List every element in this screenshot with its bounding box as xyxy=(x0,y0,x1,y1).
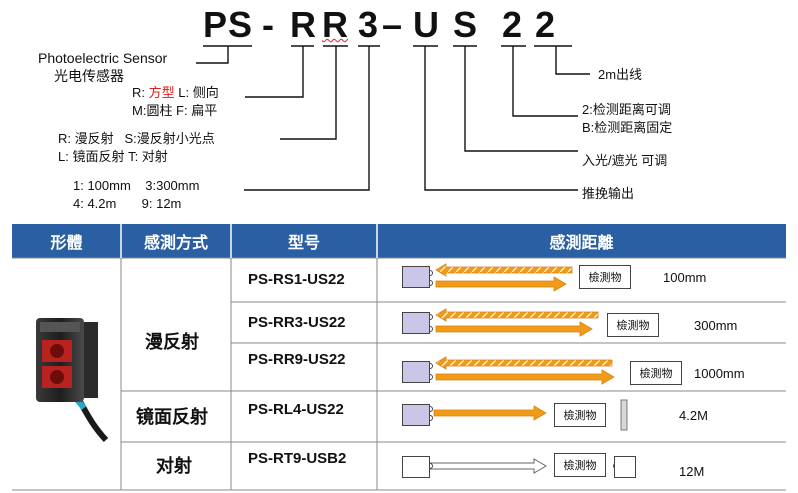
emit-arrow xyxy=(435,321,593,337)
code-char: 2 xyxy=(502,4,523,45)
target-box: 檢測物 xyxy=(579,265,631,289)
sensor-icon xyxy=(402,404,430,426)
code-char: – xyxy=(382,4,403,45)
emitter-icon xyxy=(402,456,430,478)
sensor-icon xyxy=(402,266,430,288)
model-code: P S - R R 3 – U S 2 2 xyxy=(0,4,600,48)
code-char: 2 xyxy=(535,4,556,45)
reflector-plate xyxy=(620,399,628,431)
method-mirror: 镜面反射 xyxy=(136,407,208,427)
distance-row-3: 1000mm xyxy=(694,366,745,381)
receiver-icon xyxy=(614,456,636,478)
distance-row-1: 100mm xyxy=(663,270,707,285)
model-row-5: PS-RT9-USB2 xyxy=(248,450,347,467)
code-char: - xyxy=(262,4,274,45)
adjust-line-2: B:检测距离固定 xyxy=(582,120,673,135)
code-char: R xyxy=(322,4,348,45)
sensor-type-cn: 光电传感器 xyxy=(54,68,124,84)
model-row-4: PS-RL4-US22 xyxy=(248,401,344,418)
target-box: 檢測物 xyxy=(630,361,682,385)
model-row-3: PS-RR9-US22 xyxy=(248,351,346,368)
light-mode-label: 入光/遮光 可调 xyxy=(582,153,668,168)
shape-red-label: 方型 xyxy=(148,85,175,100)
method-thru: 对射 xyxy=(156,456,192,476)
emit-arrow xyxy=(435,369,615,385)
model-row-2: PS-RR3-US22 xyxy=(248,314,346,331)
method-line-1: R: 漫反射 S:漫反射小光点 xyxy=(58,131,215,146)
distance-row-2: 300mm xyxy=(694,318,738,333)
header-shape: 形體 xyxy=(12,224,121,258)
method-line-2: L: 镜面反射 T: 对射 xyxy=(58,149,168,164)
sensor-icon xyxy=(402,312,430,334)
distance-row-4: 4.2M xyxy=(679,408,708,423)
target-box: 檢測物 xyxy=(554,453,606,477)
sensor-type-en: Photoelectric Sensor xyxy=(38,50,168,66)
method-diffuse: 漫反射 xyxy=(145,332,199,352)
sensor-icon xyxy=(402,361,430,383)
emit-arrow xyxy=(435,276,567,292)
shape-line-2: M:圆柱 F: 扁平 xyxy=(132,103,218,118)
shape-prefix: R: xyxy=(132,85,149,100)
model-row-1: PS-RS1-US22 xyxy=(248,271,345,288)
leader-lines xyxy=(196,45,590,191)
code-char: U xyxy=(413,4,439,45)
distance-row-5: 12M xyxy=(679,464,705,479)
shape-suffix: L: 侧向 xyxy=(174,85,219,100)
code-char: 3 xyxy=(358,4,379,45)
header-distance: 感測距離 xyxy=(377,224,786,258)
emit-arrow xyxy=(433,405,547,421)
thru-arrow xyxy=(429,458,547,474)
code-char: R xyxy=(290,4,316,45)
reflect-arrow xyxy=(435,356,613,370)
reflect-arrow xyxy=(435,308,599,322)
range-line-2: 4: 4.2m 9: 12m xyxy=(73,196,182,211)
range-line-1: 1: 100mm 3:300mm xyxy=(73,178,200,193)
header-method: 感測方式 xyxy=(121,224,231,258)
code-char: P xyxy=(203,4,228,45)
cable-label: 2m出线 xyxy=(598,67,643,82)
shape-line-1: R: 方型 L: 侧向 xyxy=(132,82,219,101)
code-char: S xyxy=(453,4,478,45)
output-label: 推挽输出 xyxy=(582,186,635,201)
reflect-arrow xyxy=(435,263,573,277)
target-box: 檢測物 xyxy=(607,313,659,337)
code-char: S xyxy=(228,4,253,45)
target-box: 檢測物 xyxy=(554,403,606,427)
header-model: 型号 xyxy=(231,224,377,258)
adjust-line-1: 2:检测距离可调 xyxy=(582,102,671,117)
